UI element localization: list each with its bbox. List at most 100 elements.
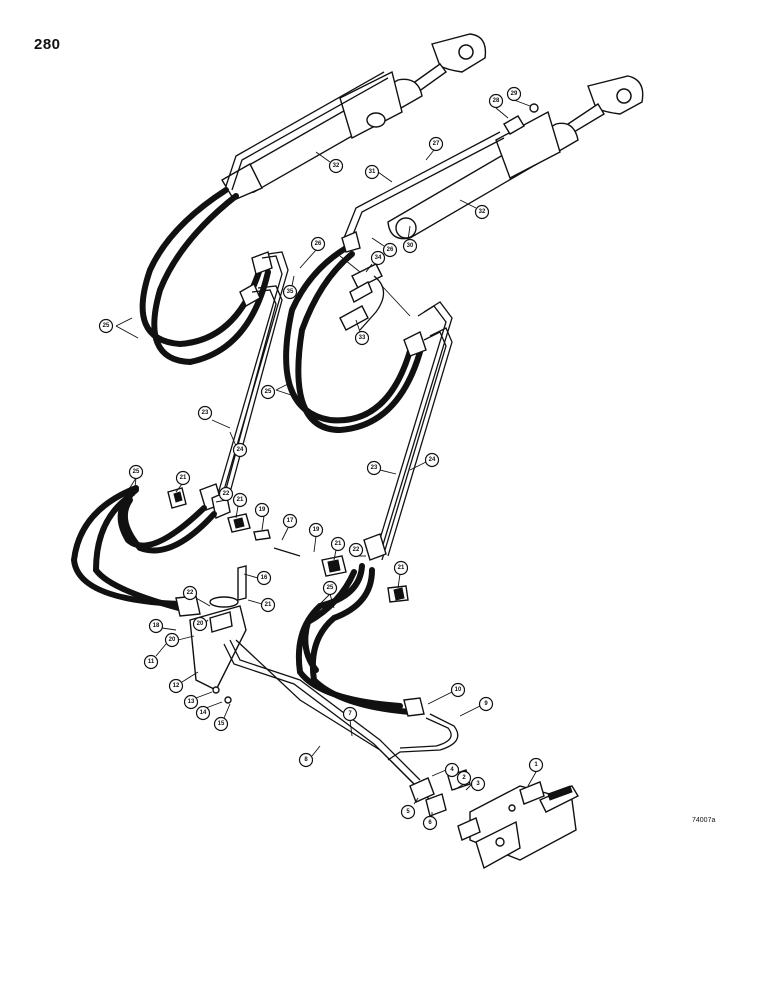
callout-20: 20 — [164, 632, 195, 648]
page-number: 280 — [34, 36, 61, 53]
fitting-row — [167, 487, 409, 603]
svg-text:3: 3 — [476, 781, 480, 787]
callout-33: 33 — [354, 319, 370, 346]
svg-text:25: 25 — [133, 469, 140, 475]
callout-7: 7 — [342, 706, 358, 737]
control-valve — [409, 769, 579, 870]
callout-3: 3 — [465, 776, 486, 792]
callout-25: 25 — [98, 317, 139, 339]
callout-28: 28 — [488, 93, 509, 119]
callout-18: 18 — [148, 618, 177, 634]
svg-text:21: 21 — [335, 541, 342, 547]
svg-text:12: 12 — [173, 683, 180, 689]
callout-11: 11 — [143, 643, 167, 670]
callout-26b: 26 — [371, 237, 398, 258]
callout-35: 35 — [282, 275, 298, 300]
svg-text:1: 1 — [534, 762, 538, 768]
svg-text:6: 6 — [428, 820, 432, 826]
callout-14: 14 — [195, 701, 223, 721]
callout-32b: 32 — [459, 199, 490, 220]
svg-text:4: 4 — [450, 767, 454, 773]
svg-text:5: 5 — [406, 809, 410, 815]
callout-2: 2 — [453, 770, 472, 791]
callout-22c: 22 — [182, 585, 211, 607]
svg-text:22: 22 — [223, 491, 230, 497]
svg-text:23: 23 — [371, 465, 378, 471]
svg-text:28: 28 — [493, 98, 500, 104]
svg-text:35: 35 — [287, 289, 294, 295]
svg-text:22: 22 — [187, 590, 194, 596]
svg-text:2: 2 — [462, 775, 466, 781]
callout-13: 13 — [183, 691, 213, 710]
callout-25d: 25 — [317, 580, 338, 609]
svg-text:17: 17 — [287, 518, 294, 524]
svg-text:21: 21 — [237, 497, 244, 503]
callout-23b: 23 — [366, 460, 397, 476]
callout-32: 32 — [315, 151, 344, 174]
svg-text:8: 8 — [304, 757, 308, 763]
svg-text:32: 32 — [333, 163, 340, 169]
svg-text:16: 16 — [261, 575, 268, 581]
right-upper-hoses — [283, 231, 427, 434]
svg-text:29: 29 — [511, 91, 518, 97]
callout-30: 30 — [402, 225, 418, 254]
svg-text:22: 22 — [353, 547, 360, 553]
callout-29: 29 — [506, 86, 531, 107]
svg-text:30: 30 — [407, 243, 414, 249]
svg-text:32: 32 — [479, 209, 486, 215]
svg-text:11: 11 — [148, 659, 155, 665]
left-cylinder — [221, 33, 487, 201]
callout-9: 9 — [459, 696, 494, 717]
svg-text:21: 21 — [180, 475, 187, 481]
callout-21d: 21 — [393, 560, 409, 589]
svg-text:21: 21 — [265, 602, 272, 608]
svg-text:25: 25 — [327, 585, 334, 591]
svg-text:10: 10 — [455, 687, 462, 693]
left-vertical-tubes — [199, 251, 289, 519]
callout-21b: 21 — [232, 492, 248, 519]
callout-23: 23 — [197, 405, 231, 429]
callout-17: 17 — [281, 513, 298, 541]
svg-text:24: 24 — [237, 447, 244, 453]
lower-right-hoses — [295, 563, 425, 717]
svg-text:20: 20 — [197, 621, 204, 627]
svg-text:24: 24 — [429, 457, 436, 463]
callout-19: 19 — [254, 502, 270, 531]
lower-bracket — [189, 565, 459, 801]
adapter-cluster — [339, 255, 411, 331]
callout-21c: 21 — [330, 536, 346, 561]
svg-text:13: 13 — [188, 699, 195, 705]
callout-21: 21 — [175, 470, 191, 493]
svg-text:15: 15 — [218, 721, 225, 727]
svg-text:19: 19 — [259, 507, 266, 513]
svg-text:26: 26 — [315, 241, 322, 247]
callout-12: 12 — [168, 671, 199, 694]
callout-25c: 25 — [125, 464, 144, 497]
left-upper-hoses — [139, 187, 273, 366]
svg-text:7: 7 — [348, 711, 352, 717]
callout-6: 6 — [422, 812, 438, 831]
callout-22b: 22 — [348, 542, 366, 558]
callout-21e: 21 — [247, 597, 276, 613]
svg-text:14: 14 — [200, 710, 207, 716]
callout-5: 5 — [400, 797, 419, 820]
callout-16: 16 — [243, 570, 272, 586]
svg-text:25: 25 — [103, 323, 110, 329]
callout-8: 8 — [298, 745, 321, 768]
callout-10: 10 — [427, 682, 466, 705]
callout-25b: 25 — [260, 381, 301, 400]
lower-left-hoses — [70, 485, 217, 617]
callout-4: 4 — [431, 762, 460, 778]
svg-text:18: 18 — [153, 623, 160, 629]
callout-15: 15 — [213, 703, 231, 732]
callout-19b: 19 — [308, 522, 324, 553]
callout-24b: 24 — [409, 452, 440, 471]
svg-text:31: 31 — [369, 169, 376, 175]
svg-text:25: 25 — [265, 389, 272, 395]
svg-text:19: 19 — [313, 527, 320, 533]
callout-20b: 20 — [192, 616, 209, 632]
svg-text:26: 26 — [387, 247, 394, 253]
callout-34: 34 — [365, 250, 386, 273]
right-vertical-tubes — [363, 301, 453, 561]
